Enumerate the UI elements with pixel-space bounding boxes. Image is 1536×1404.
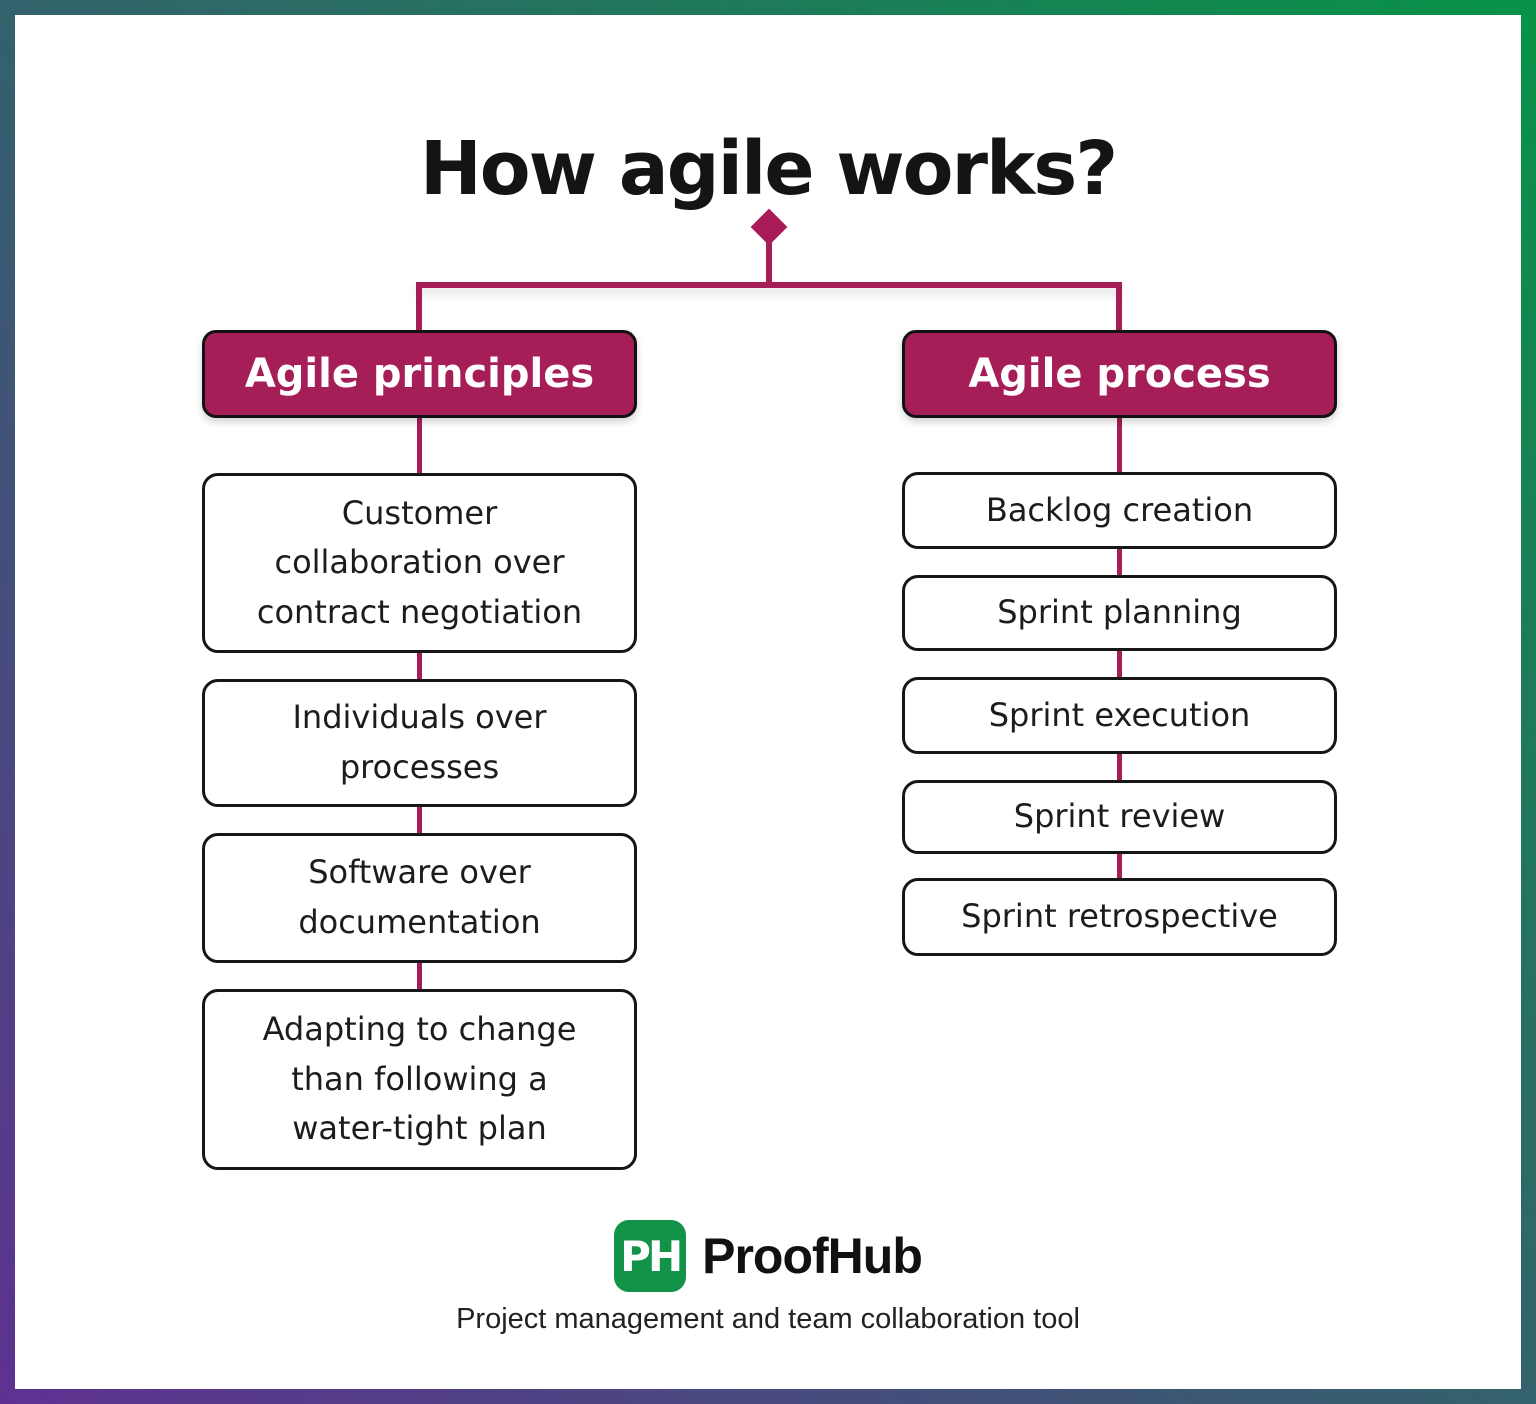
- header-agile-principles: Agile principles: [202, 330, 637, 418]
- node-software-over-documentation: Software over documentation: [202, 833, 637, 963]
- brand-tagline: Project management and team collaboratio…: [456, 1303, 1080, 1335]
- connector-drop-left: [416, 282, 422, 336]
- page-title: How agile works?: [419, 125, 1118, 212]
- header-agile-process: Agile process: [902, 330, 1337, 418]
- node-individuals-over-processes: Individuals over processes: [202, 679, 637, 807]
- brand-name: ProofHub: [702, 1228, 923, 1284]
- connector-stem-line: [766, 240, 772, 286]
- proofhub-logo-icon: PH: [614, 1220, 687, 1292]
- connector-horizontal-line: [416, 282, 1122, 288]
- node-sprint-retrospective: Sprint retrospective: [902, 878, 1337, 956]
- node-adapting-to-change: Adapting to change than following a wate…: [202, 989, 637, 1170]
- connector-drop-right: [1116, 282, 1122, 336]
- node-sprint-review: Sprint review: [902, 780, 1337, 854]
- node-sprint-execution: Sprint execution: [902, 677, 1337, 754]
- node-sprint-planning: Sprint planning: [902, 575, 1337, 651]
- proofhub-brand: PH ProofHub: [0, 1220, 1536, 1292]
- principles-spine-line: [417, 334, 422, 994]
- node-customer-collaboration: Customer collaboration over contract neg…: [202, 473, 637, 653]
- node-backlog-creation: Backlog creation: [902, 472, 1337, 549]
